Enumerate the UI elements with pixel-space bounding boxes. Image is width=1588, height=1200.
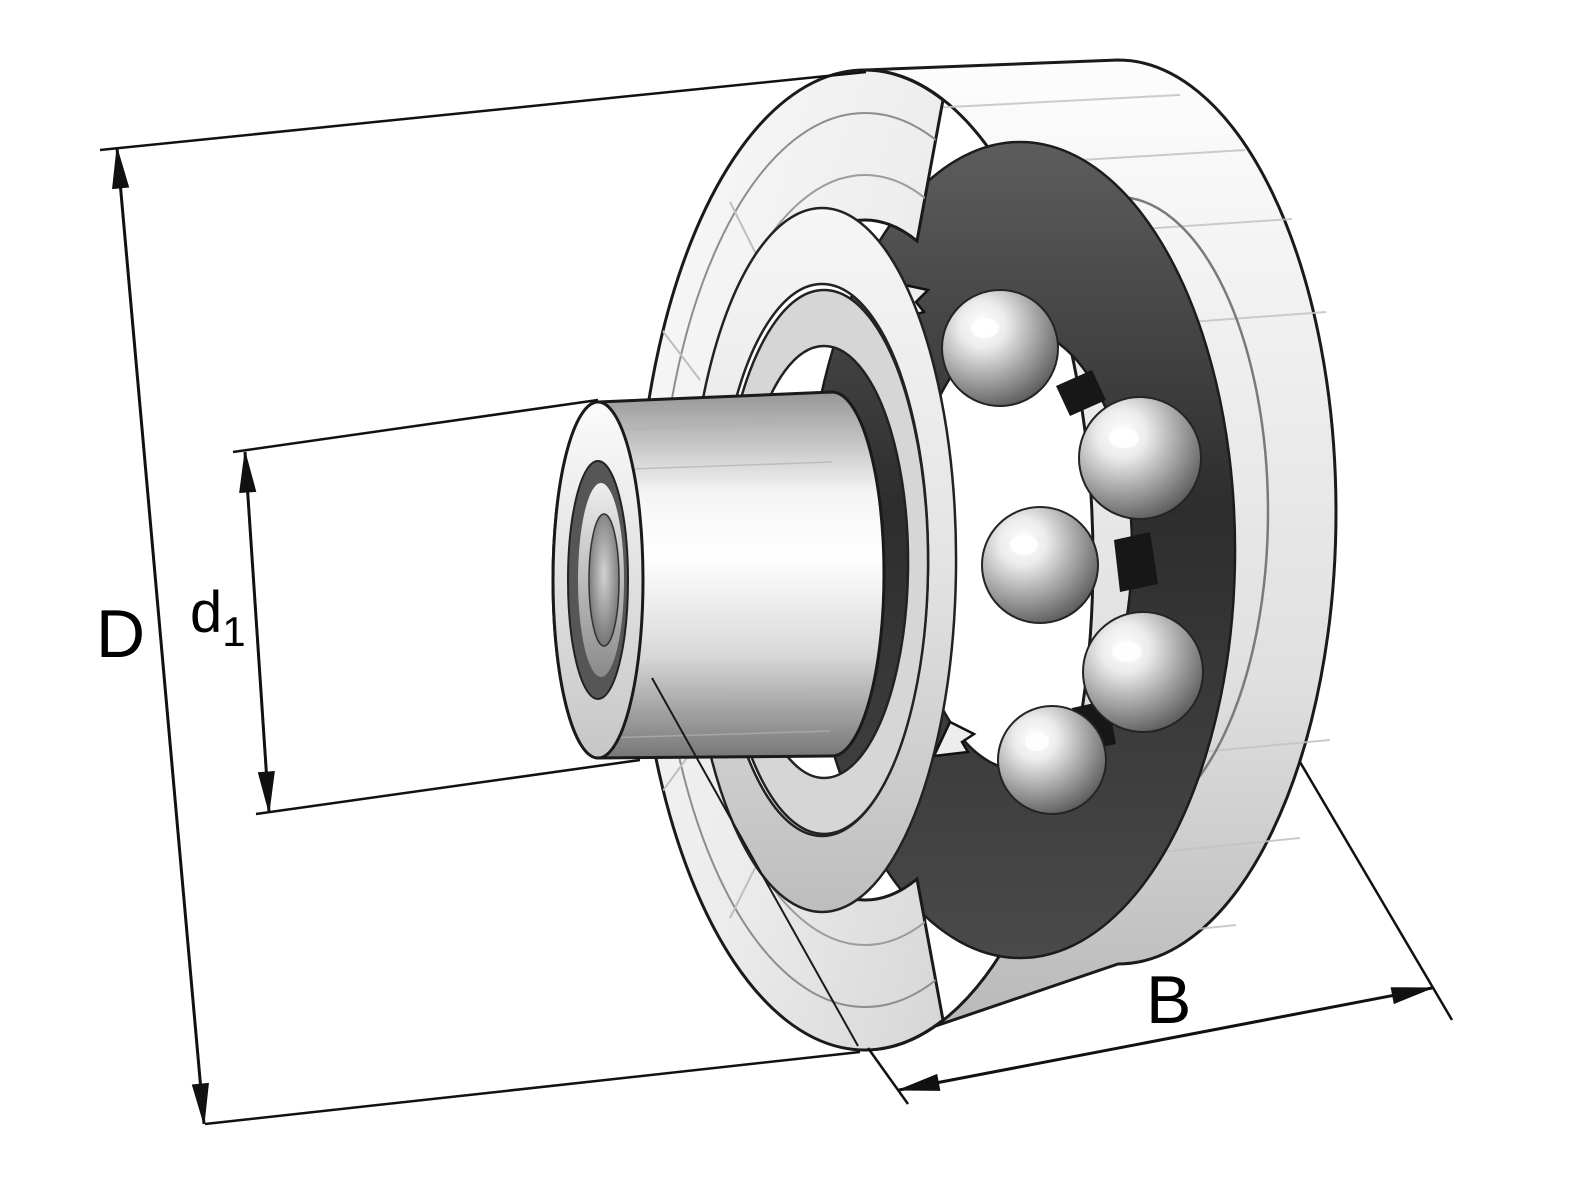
arrowhead-B-left: [898, 1073, 941, 1091]
arrowhead-B-right: [1390, 987, 1433, 1005]
ball: [941, 289, 1059, 407]
hub: [551, 390, 886, 760]
dimension-label-d1-base: d: [190, 580, 223, 645]
cage-pocket: [1056, 370, 1106, 416]
dimension-label-D: D: [96, 596, 146, 672]
ball: [1082, 611, 1204, 733]
ball: [981, 506, 1099, 624]
ball: [1078, 396, 1202, 520]
extension-line-D-top: [99, 70, 867, 152]
extension-line-d1-bottom: [255, 758, 641, 816]
dimension-D: [99, 70, 867, 1126]
arrowhead-D-top: [112, 147, 130, 190]
dimension-line-d1: [243, 451, 271, 813]
extension-line-d1-top: [232, 398, 599, 454]
arrowhead-d1-bottom: [257, 771, 275, 813]
dimension-d1: [232, 398, 641, 816]
dimension-line-B: [898, 986, 1433, 1092]
extension-line-D-bottom: [204, 1050, 861, 1126]
dimension-label-d1: d1: [190, 584, 246, 653]
hub-bore-hole: [588, 513, 620, 647]
dimension-B: [866, 761, 1454, 1105]
cage-pocket: [1114, 532, 1158, 592]
arrowhead-d1-top: [239, 451, 257, 494]
hub-streaks: [601, 420, 833, 739]
ball-highlights: [971, 318, 1142, 751]
dimension-line-D: [115, 147, 206, 1125]
dimension-label-B: B: [1146, 962, 1192, 1038]
dimension-label-d1-subscript: 1: [222, 608, 246, 655]
extension-line-B-right: [1298, 761, 1454, 1021]
bearing-balls: [941, 289, 1204, 815]
extension-line-B-left: [866, 1047, 910, 1105]
arrowhead-D-bottom: [191, 1082, 209, 1125]
section-edge-line: [651, 677, 859, 1047]
ball: [997, 705, 1107, 815]
seal-lip-bottom: [931, 720, 977, 758]
